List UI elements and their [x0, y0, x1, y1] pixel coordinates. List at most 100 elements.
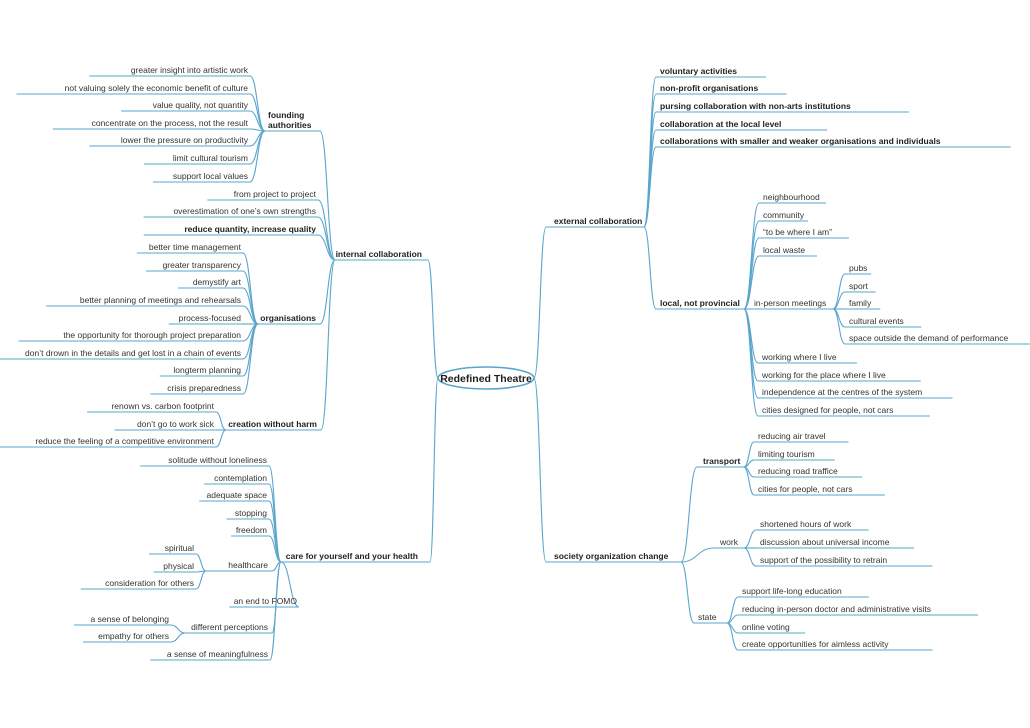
- leaf-value-quality-not-quantity[interactable]: value quality, not quantity: [153, 100, 249, 110]
- leaf-consideration-for-others[interactable]: consideration for others: [105, 578, 194, 588]
- leaf-reduce-the-feeling-of-a-competitive-environment-connector: [215, 429, 227, 448]
- leaf-overestimation-of-one-s-own-strengths-connector: [317, 216, 336, 261]
- leaf-lower-the-pressure-on-productivity[interactable]: lower the pressure on productivity: [121, 135, 249, 145]
- leaf-collaboration-at-the-local-level[interactable]: collaboration at the local level: [660, 119, 781, 129]
- leaf-a-sense-of-meaningfulness[interactable]: a sense of meaningfulness: [167, 649, 268, 659]
- leaf-empathy-for-others[interactable]: empathy for others: [98, 631, 169, 641]
- leaf-community[interactable]: community: [763, 210, 805, 220]
- branch-internal-collaboration[interactable]: internal collaboration: [336, 249, 422, 259]
- node-work[interactable]: work: [719, 537, 739, 547]
- leaf-independence-at-the-centres-of-the-system[interactable]: independence at the centres of the syste…: [762, 387, 922, 397]
- leaf-working-where-i-live[interactable]: working where I live: [761, 352, 837, 362]
- node-work-connector: [680, 547, 715, 563]
- leaf-limiting-tourism[interactable]: limiting tourism: [758, 449, 815, 459]
- leaf-process-focused[interactable]: process-focused: [179, 313, 242, 323]
- leaf-consideration-for-others-connector: [195, 570, 207, 590]
- leaf-cities-designed-for-people-not-cars-connector: [743, 308, 759, 417]
- leaf-freedom-connector: [268, 535, 282, 563]
- leaf-neighbourhood[interactable]: neighbourhood: [763, 192, 820, 202]
- node-organisations[interactable]: organisations: [260, 313, 316, 323]
- leaf-non-profit-organisations[interactable]: non-profit organisations: [660, 83, 758, 93]
- leaf-collaborations-with-smaller-and-weaker-organisations-and-individuals-connector: [643, 146, 657, 228]
- leaf-adequate-space[interactable]: adequate space: [207, 490, 268, 500]
- node-state[interactable]: state: [698, 612, 717, 622]
- root-node[interactable]: Redefined Theatre: [437, 366, 535, 390]
- leaf-reduce-the-feeling-of-a-competitive-environment[interactable]: reduce the feeling of a competitive envi…: [35, 436, 214, 446]
- node-different-perceptions[interactable]: different perceptions: [191, 622, 268, 632]
- leaf-greater-insight-into-artistic-work[interactable]: greater insight into artistic work: [131, 65, 249, 75]
- leaf-better-planning-of-meetings-and-rehearsals[interactable]: better planning of meetings and rehearsa…: [80, 295, 241, 305]
- leaf-support-local-values-connector: [249, 130, 266, 183]
- node-founding-authorities-line1[interactable]: founding: [268, 110, 304, 120]
- leaf-working-for-the-place-where-i-live[interactable]: working for the place where I live: [761, 370, 886, 380]
- leaf-sport[interactable]: sport: [849, 281, 869, 291]
- leaf-create-opportunities-for-aimless-activity-connector: [726, 622, 739, 651]
- leaf-the-opportunity-for-thorough-project-preparation[interactable]: the opportunity for thorough project pre…: [63, 330, 241, 340]
- leaf-stopping[interactable]: stopping: [235, 508, 267, 518]
- leaf-cities-for-people-not-cars[interactable]: cities for people, not cars: [758, 484, 853, 494]
- leaf-reducing-in-person-doctor-and-administrative-visits[interactable]: reducing in-person doctor and administra…: [742, 604, 931, 614]
- leaf-don-t-drown-in-the-details-and-get-lost-in-a-chain-of-events[interactable]: don’t drown in the details and get lost …: [25, 348, 241, 358]
- leaf-cities-designed-for-people-not-cars[interactable]: cities designed for people, not cars: [762, 405, 893, 415]
- node-healthcare[interactable]: healthcare: [228, 560, 268, 570]
- leaf-support-local-values[interactable]: support local values: [173, 171, 248, 181]
- branch-external-collaboration[interactable]: external collaboration: [554, 216, 642, 226]
- leaf-spiritual[interactable]: spiritual: [165, 543, 194, 553]
- leaf-not-valuing-solely-the-economic-benefit-of-culture[interactable]: not valuing solely the economic benefit …: [65, 83, 249, 93]
- leaf-reduce-quantity-increase-quality[interactable]: reduce quantity, increase quality: [184, 224, 316, 234]
- leaf-support-life-long-education[interactable]: support life-long education: [742, 586, 842, 596]
- leaf-a-sense-of-meaningfulness-connector: [269, 561, 282, 661]
- leaf-better-time-management[interactable]: better time management: [149, 242, 242, 252]
- leaf-empathy-for-others-connector: [170, 632, 186, 643]
- leaf-concentrate-on-the-process-not-the-result[interactable]: concentrate on the process, not the resu…: [92, 118, 249, 128]
- leaf-collaborations-with-smaller-and-weaker-organisations-and-individuals[interactable]: collaborations with smaller and weaker o…: [660, 136, 941, 146]
- leaf-contemplation[interactable]: contemplation: [214, 473, 267, 483]
- leaf-online-voting[interactable]: online voting: [742, 622, 790, 632]
- leaf-local-waste[interactable]: local waste: [763, 245, 805, 255]
- leaf-don-t-go-to-work-sick[interactable]: don’t go to work sick: [137, 419, 215, 429]
- leaf-demystify-art[interactable]: demystify art: [193, 277, 242, 287]
- leaf-pursing-collaboration-with-non-arts-institutions-connector: [643, 111, 657, 228]
- leaf-voluntary-activities[interactable]: voluntary activities: [660, 66, 737, 76]
- leaf-to-be-where-i-am[interactable]: “to be where I am”: [763, 227, 832, 237]
- leaf-cultural-events[interactable]: cultural events: [849, 316, 904, 326]
- node-organisations-connector: [319, 259, 336, 325]
- leaf-limit-cultural-tourism[interactable]: limit cultural tourism: [173, 153, 248, 163]
- branch-internal-collaboration-connector: [427, 259, 439, 379]
- leaf-crisis-preparedness[interactable]: crisis preparedness: [167, 383, 241, 393]
- branch-care-for-yourself[interactable]: care for yourself and your health: [286, 551, 418, 561]
- leaf-longterm-planning[interactable]: longterm planning: [173, 365, 241, 375]
- leaf-reducing-road-traffice[interactable]: reducing road traffice: [758, 466, 838, 476]
- leaf-a-sense-of-belonging[interactable]: a sense of belonging: [91, 614, 170, 624]
- leaf-spiritual-connector: [195, 553, 207, 572]
- leaf-pubs[interactable]: pubs: [849, 263, 867, 273]
- leaf-pubs-connector: [832, 273, 846, 310]
- leaf-create-opportunities-for-aimless-activity[interactable]: create opportunities for aimless activit…: [742, 639, 889, 649]
- leaf-reduce-quantity-increase-quality-connector: [317, 234, 336, 261]
- branch-society-organization-change[interactable]: society organization change: [554, 551, 669, 561]
- leaf-physical[interactable]: physical: [163, 561, 194, 571]
- root-node-label: Redefined Theatre: [440, 373, 532, 385]
- leaf-shortened-hours-of-work[interactable]: shortened hours of work: [760, 519, 852, 529]
- leaf-renown-vs-carbon-footprint[interactable]: renown vs. carbon footprint: [111, 401, 214, 411]
- leaf-from-project-to-project[interactable]: from project to project: [234, 189, 317, 199]
- leaf-space-outside-the-demand-of-performance[interactable]: space outside the demand of performance: [849, 333, 1009, 343]
- leaf-family[interactable]: family: [849, 298, 872, 308]
- leaf-community-connector: [743, 220, 760, 310]
- leaf-discussion-about-universal-income[interactable]: discussion about universal income: [760, 537, 890, 547]
- node-founding-authorities-line2[interactable]: authorities: [268, 120, 312, 130]
- leaf-solitude-without-loneliness[interactable]: solitude without loneliness: [168, 455, 267, 465]
- leaf-greater-transparency[interactable]: greater transparency: [163, 260, 242, 270]
- leaf-pursing-collaboration-with-non-arts-institutions[interactable]: pursing collaboration with non-arts inst…: [660, 101, 851, 111]
- leaf-an-end-to-fomo[interactable]: an end to FOMO: [234, 596, 298, 606]
- leaf-freedom[interactable]: freedom: [236, 525, 267, 535]
- leaf-reducing-air-travel[interactable]: reducing air travel: [758, 431, 826, 441]
- node-transport[interactable]: transport: [703, 456, 740, 466]
- node-local-not-provincial[interactable]: local, not provincial: [660, 298, 740, 308]
- node-creation-without-harm-connector: [320, 259, 336, 431]
- node-in-person-meetings[interactable]: in-person meetings: [754, 298, 826, 308]
- leaf-overestimation-of-one-s-own-strengths[interactable]: overestimation of one’s own strengths: [173, 206, 316, 216]
- node-creation-without-harm[interactable]: creation without harm: [228, 419, 317, 429]
- leaf-support-of-the-possibility-to-retrain[interactable]: support of the possibility to retrain: [760, 555, 887, 565]
